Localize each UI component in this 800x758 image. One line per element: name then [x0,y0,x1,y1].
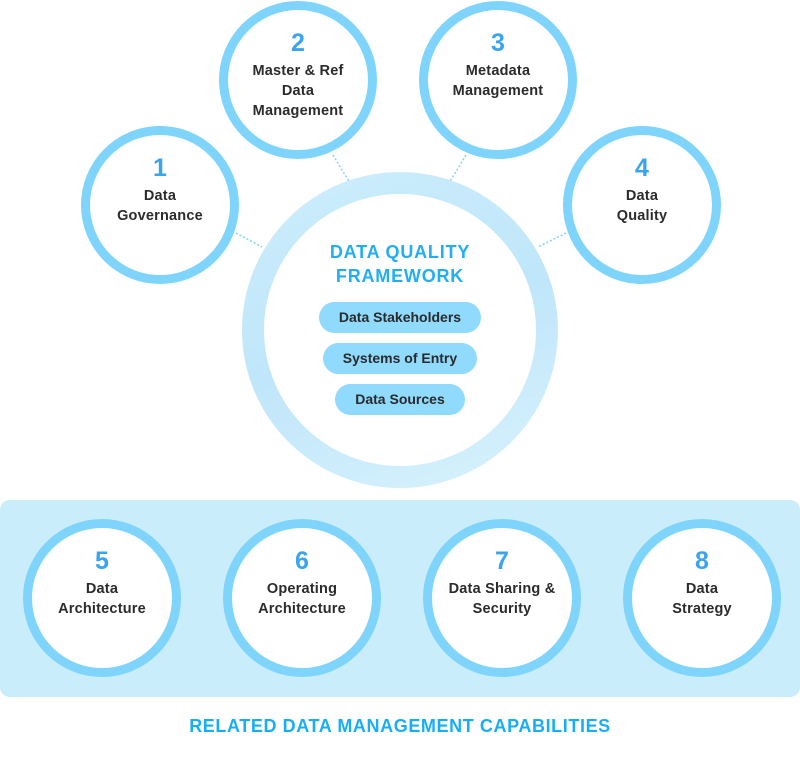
capability-label: Data Governance [117,188,203,224]
framework-circle: DATA QUALITY FRAMEWORK Data Stakeholders… [242,172,558,488]
capability-master-ref-data: 2 Master & Ref Data Management [219,1,377,159]
capability-label: Operating Architecture [258,581,346,617]
capability-label: Data Sharing & Security [448,581,556,617]
capability-data-sharing-security: 7 Data Sharing & Security [423,519,581,677]
capability-label: Metadata Management [452,63,544,99]
capability-number: 6 [295,547,309,575]
capability-number: 8 [695,547,709,575]
capability-number: 2 [291,29,305,57]
related-capabilities-heading: RELATED DATA MANAGEMENT CAPABILITIES [189,716,611,736]
framework-inner: DATA QUALITY FRAMEWORK Data Stakeholders… [264,194,536,466]
capability-number: 4 [635,154,649,182]
framework-pills: Data Stakeholders Systems of Entry Data … [318,302,482,415]
pill-data-stakeholders: Data Stakeholders [318,302,482,333]
capability-label: Master & Ref Data Management [252,63,344,119]
pill-data-sources: Data Sources [335,384,465,415]
capability-number: 1 [153,154,167,182]
capability-label: Data Quality [616,188,668,224]
connector-4 [537,232,567,248]
capability-number: 7 [495,547,509,575]
capability-metadata-management: 3 Metadata Management [419,1,577,159]
framework-title: DATA QUALITY FRAMEWORK [329,242,471,286]
capability-label: Data Architecture [58,581,146,617]
capability-data-architecture: 5 Data Architecture [23,519,181,677]
capability-data-strategy: 8 Data Strategy [623,519,781,677]
capability-number: 5 [95,547,109,575]
capability-data-quality: 4 Data Quality [563,126,721,284]
connector-1 [235,232,263,248]
pill-systems-of-entry: Systems of Entry [322,343,478,374]
connector-3 [448,154,467,184]
capability-number: 3 [491,29,505,57]
capability-operating-architecture: 6 Operating Architecture [223,519,381,677]
capability-data-governance: 1 Data Governance [81,126,239,284]
capability-label: Data Strategy [672,581,732,617]
connector-2 [332,154,351,184]
